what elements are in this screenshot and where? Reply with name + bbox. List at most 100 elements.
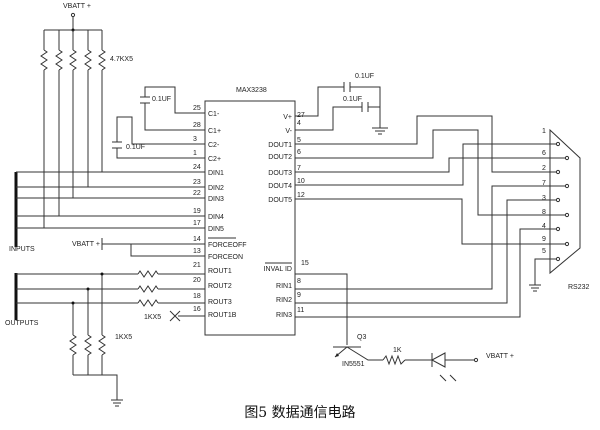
- pin-name-v+: V+: [283, 114, 292, 121]
- pin-number: 21: [193, 262, 201, 269]
- pin-number: 5: [297, 137, 301, 144]
- pin-number: 20: [193, 277, 201, 284]
- chip-label: MAX3238: [236, 87, 267, 94]
- pin-number: 28: [193, 122, 201, 129]
- rout-res-label: 1KX5: [144, 314, 161, 321]
- pin-number: 8: [297, 278, 301, 285]
- ground-icon: [73, 374, 123, 407]
- pin-name-rin2: RIN2: [276, 297, 292, 304]
- pin-name-forceon: FORCEON: [208, 254, 243, 261]
- resistor-icon: [55, 49, 63, 71]
- pin-number: 17: [193, 220, 201, 227]
- pin-name-din2: DIN2: [208, 185, 224, 192]
- pin-name-din1: DIN1: [208, 170, 224, 177]
- connector-pin-number: 8: [542, 209, 546, 216]
- pin-number: 4: [297, 120, 301, 127]
- transistor-part-label: IN5551: [342, 361, 365, 368]
- resistor-icon: [84, 49, 92, 71]
- light-arrows-icon: [439, 374, 457, 382]
- pin-name-dout4: DOUT4: [268, 183, 292, 190]
- connector-pin: [555, 141, 561, 147]
- pin-number: 25: [193, 105, 201, 112]
- pin-number: 7: [297, 165, 301, 172]
- connector-pin-number: 5: [542, 248, 546, 255]
- led-res-label: 1K: [393, 347, 402, 354]
- pin-name-forceoff: FORCEOFF: [208, 242, 247, 249]
- pin-number: 19: [193, 208, 201, 215]
- pullup-network: [44, 12, 102, 32]
- pin-name-din3: DIN3: [208, 196, 224, 203]
- pin-name-v-: V-: [285, 128, 292, 135]
- connector-pin-number: 3: [542, 195, 546, 202]
- connector-pin-number: 1: [542, 128, 546, 135]
- pin-number: 22: [193, 190, 201, 197]
- pin-number: 10: [297, 178, 305, 185]
- pin-name-c2+: C2+: [208, 156, 221, 163]
- pin-number: 16: [193, 306, 201, 313]
- pin-number: 15: [301, 260, 309, 267]
- ground-icon: [372, 127, 388, 135]
- pin-name-rout1: ROUT1: [208, 268, 232, 275]
- connector-pin-number: 9: [542, 236, 546, 243]
- pin-number: 1: [193, 150, 197, 157]
- led-icon: [430, 352, 446, 368]
- pin-number: 18: [193, 293, 201, 300]
- pin-name-dout5: DOUT5: [268, 197, 292, 204]
- pin-number: 27: [297, 112, 305, 119]
- cap-c1-label: 0.1UF: [152, 96, 171, 103]
- pin-number: 6: [297, 149, 301, 156]
- connector-pin: [564, 241, 570, 247]
- connector-pin: [555, 169, 561, 175]
- pin-name-dout3: DOUT3: [268, 170, 292, 177]
- connector-label: RS232: [568, 284, 590, 291]
- pin-number: 3: [193, 136, 197, 143]
- outputs-label: OUTPUTS: [5, 320, 39, 327]
- pin-name-rout3: ROUT3: [208, 299, 232, 306]
- vbatt-top-label: VBATT +: [63, 3, 91, 10]
- cap-c2-label: 0.1UF: [126, 144, 145, 151]
- cap-vplus-label: 0.1UF: [355, 73, 374, 80]
- rs232-connector: [549, 128, 581, 275]
- connector-pin: [564, 183, 570, 189]
- pin-name-dout2: DOUT2: [268, 154, 292, 161]
- figure-caption: 图5 数据通信电路: [244, 405, 356, 421]
- resistor-icon: [98, 334, 106, 356]
- pullup-res-label: 4.7KX5: [110, 56, 133, 63]
- connector-pin-number: 6: [542, 150, 546, 157]
- cap-vminus-label: 0.1UF: [343, 96, 362, 103]
- transistor-label: Q3: [357, 334, 366, 341]
- pulldown-res-label: 1KX5: [115, 334, 132, 341]
- pin-name-rin3: RIN3: [276, 312, 292, 319]
- vbatt-force-label: VBATT +: [72, 241, 100, 248]
- pin-number: 14: [193, 236, 201, 243]
- pin-number: 12: [297, 192, 305, 199]
- pin-name-dout1: DOUT1: [268, 142, 292, 149]
- pin-name-c1-: C1-: [208, 111, 220, 118]
- pin-name-c2-: C2-: [208, 142, 220, 149]
- connector-pin: [564, 155, 570, 161]
- pin-name-invalid: INVAL ID: [264, 266, 292, 273]
- pin-name-din5: DIN5: [208, 226, 224, 233]
- resistor-icon: [98, 49, 106, 71]
- ground-icon: [529, 258, 556, 292]
- resistor-icon: [84, 334, 92, 356]
- resistor-icon: [137, 285, 159, 293]
- pin-number: 13: [193, 248, 201, 255]
- resistor-icon: [69, 334, 77, 356]
- inputs-label: INPUTS: [9, 246, 35, 253]
- pin-name-rout2: ROUT2: [208, 283, 232, 290]
- pin-number: 9: [297, 292, 301, 299]
- connector-pin-number: 4: [542, 223, 546, 230]
- no-connect-icon: [169, 310, 181, 322]
- pin-number: 24: [193, 164, 201, 171]
- connector-pin: [564, 212, 570, 218]
- pin-name-rout1b: ROUT1B: [208, 312, 237, 319]
- pin-name-din4: DIN4: [208, 214, 224, 221]
- connector-pin: [555, 197, 561, 203]
- connector-pin: [555, 226, 561, 232]
- resistor-icon: [137, 299, 159, 307]
- pin-name-c1+: C1+: [208, 128, 221, 135]
- pin-number: 11: [297, 307, 304, 314]
